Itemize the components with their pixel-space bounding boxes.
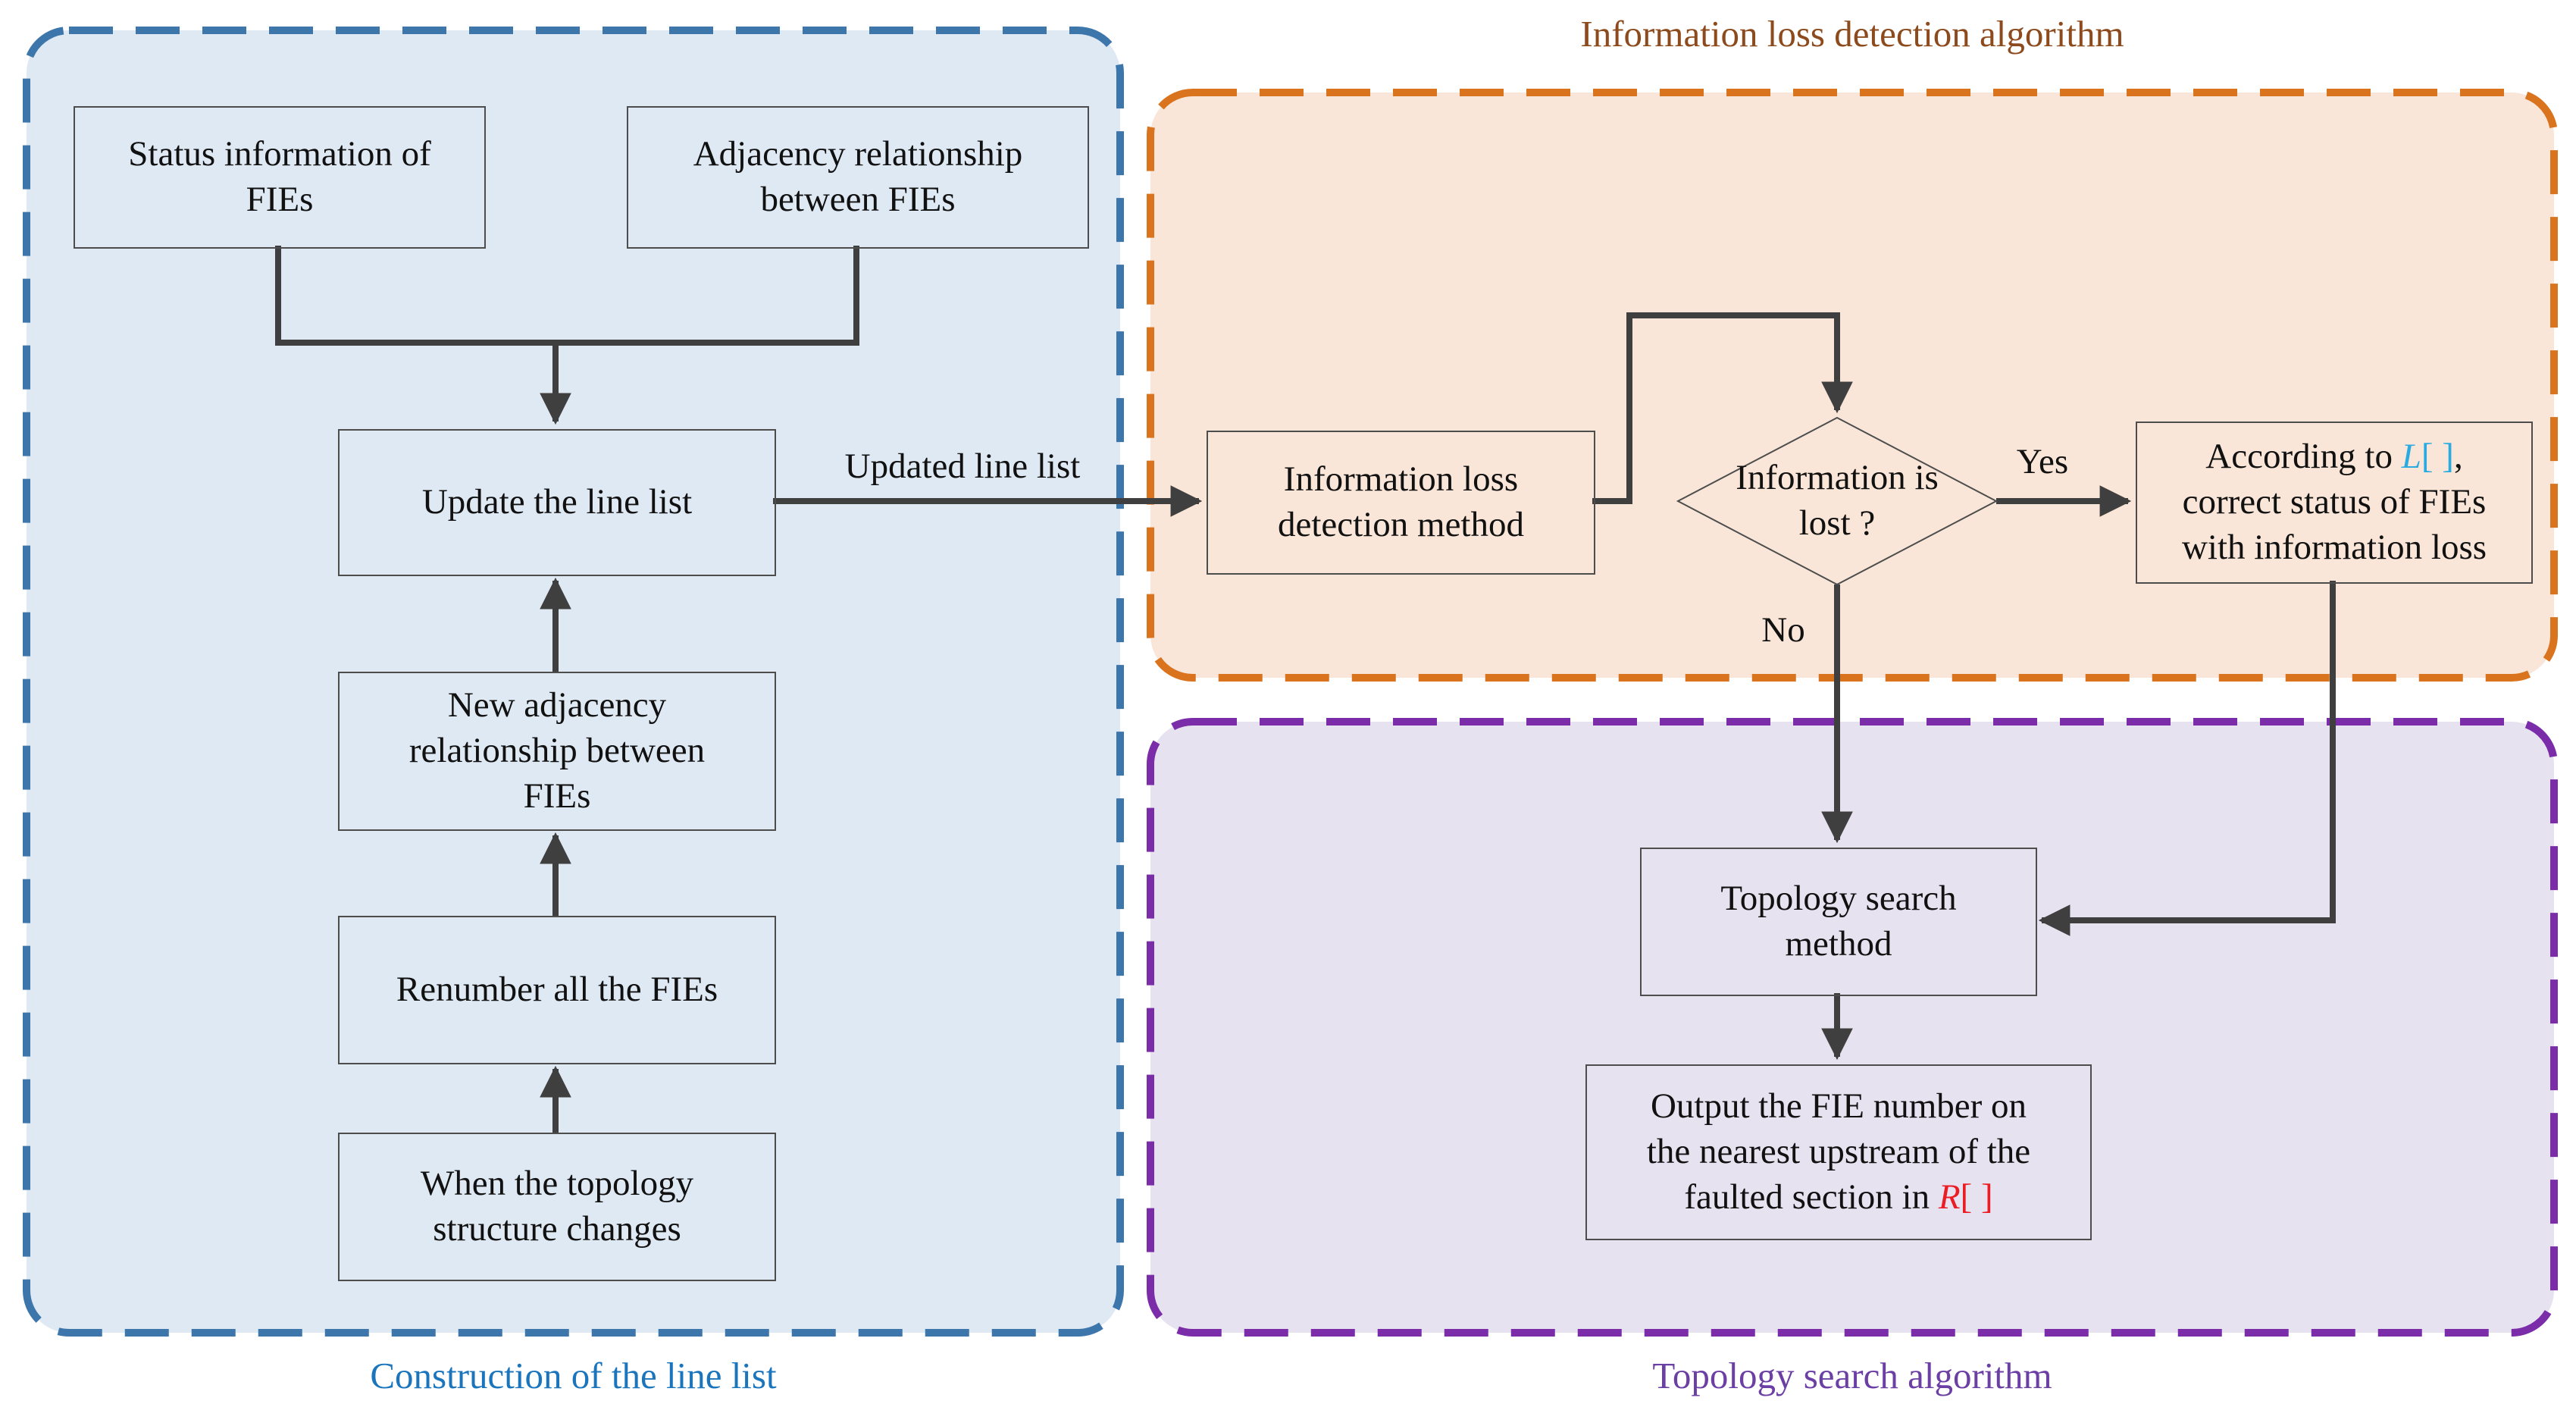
renumber-fies-box: Renumber all the FIEs	[338, 916, 776, 1064]
new-adjacency-line: FIEs	[523, 776, 591, 816]
update-line-list-box: Update the line list	[338, 429, 776, 576]
adjacency-relationship-line: Adjacency relationship	[693, 134, 1023, 174]
r-array-variable: R	[1938, 1177, 1961, 1217]
l-array-brackets: [ ]	[2421, 437, 2454, 477]
detection-region	[1147, 89, 2558, 682]
yes-label: Yes	[2016, 442, 2069, 481]
information-lost-decision-line: Information is	[1736, 458, 1939, 498]
information-loss-detection-box: Information loss detection method	[1207, 431, 1595, 575]
correct-status-line: correct status of FIEs	[2182, 482, 2487, 522]
renumber-fies-line: Renumber all the FIEs	[396, 970, 718, 1010]
topology-search-method-line: Topology search	[1720, 879, 1957, 919]
new-adjacency-box: New adjacency relationship between FIEs	[338, 672, 776, 831]
no-label: No	[1761, 610, 1805, 650]
topology-search-method-box: Topology search method	[1640, 848, 2037, 996]
updated-line-list-label: Updated line list	[844, 447, 1081, 486]
topology-changes-box: When the topology structure changes	[338, 1133, 776, 1281]
correct-status-prefix: According to	[2205, 437, 2402, 477]
adjacency-relationship-box: Adjacency relationship between FIEs	[627, 106, 1089, 249]
new-adjacency-line: New adjacency	[447, 685, 667, 726]
new-adjacency-line: relationship between	[408, 731, 706, 771]
correct-status-suffix: ,	[2453, 437, 2463, 477]
status-information-box: Status information of FIEs	[74, 106, 486, 249]
edge-correct-to-search-arrow	[2038, 581, 2336, 936]
topology-region	[1147, 718, 2558, 1337]
correct-status-box: According to L[ ], correct status of FIE…	[2136, 422, 2533, 584]
edge-detect-to-decision-arrow	[1592, 312, 1853, 504]
topology-search-method-line: method	[1785, 924, 1892, 964]
information-lost-decision-line: lost ?	[1798, 503, 1876, 543]
topology-changes-line: structure changes	[433, 1209, 681, 1249]
construction-section-label: Construction of the line list	[370, 1355, 777, 1396]
output-fie-number-line: Output the FIE number on	[1650, 1086, 2027, 1127]
r-array-brackets: [ ]	[1960, 1177, 1993, 1217]
output-fie-number-line: faulted section in R[ ]	[1684, 1175, 1992, 1221]
output-fie-prefix: faulted section in	[1684, 1177, 1939, 1217]
construction-region	[23, 27, 1124, 1337]
topology-section-label: Topology search algorithm	[1652, 1355, 2052, 1396]
output-fie-number-line: the nearest upstream of the	[1646, 1132, 2031, 1172]
edge-merge-inputs	[275, 246, 859, 346]
correct-status-line: with information loss	[2181, 527, 2487, 567]
output-fie-number-box: Output the FIE number on the nearest ups…	[1585, 1064, 2092, 1240]
decision-diamond	[1676, 416, 1999, 586]
correct-status-line: According to L[ ],	[2205, 434, 2462, 480]
topology-changes-line: When the topology	[420, 1164, 694, 1204]
information-lost-decision-text: Information is lost ?	[1708, 453, 1966, 550]
information-loss-detection-line: Information loss	[1283, 459, 1519, 500]
information-loss-detection-line: detection method	[1278, 505, 1524, 544]
update-line-list-line: Update the line list	[421, 482, 693, 522]
detection-section-title: Information loss detection algorithm	[1580, 13, 2124, 55]
adjacency-relationship-line: between FIEs	[760, 180, 956, 219]
status-information-line: FIEs	[246, 180, 314, 219]
status-information-line: Status information of	[128, 134, 431, 174]
l-array-variable: L	[2401, 437, 2421, 477]
